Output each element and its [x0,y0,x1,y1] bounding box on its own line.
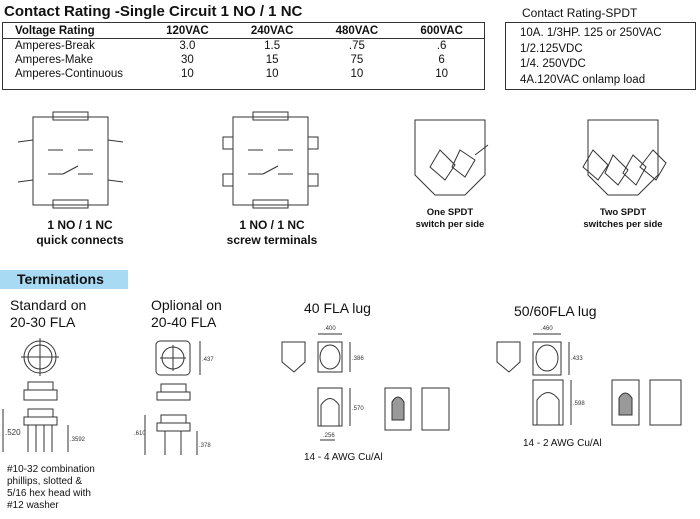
cell: Amperes-Break [15,40,95,52]
dim-label: .598 [573,401,585,407]
dim-label: .460 [541,326,553,332]
caption-line: One SPDT [426,207,474,218]
cell: 10 [180,68,194,80]
single-circuit-title: Contact Rating -Single Circuit 1 NO / 1 … [4,3,303,20]
heading-line: Standard on [10,297,87,313]
cell: 30 [180,54,194,66]
cell: Amperes-Make [15,54,93,66]
dim-label: .433 [571,356,583,362]
header-cell: 120VAC [145,23,230,39]
spdt-title: Contact Rating-SPDT [522,6,638,20]
cell: 10 [435,68,449,80]
lug40-heading: 40 FLA lug [304,300,371,316]
two-spdt-drawing [582,119,667,196]
caption-line: switches per side [583,219,663,230]
note-line: #10-32 combination [7,464,95,475]
one-spdt-drawing [414,119,489,196]
dim-label: .610 [134,431,146,437]
header-cell: Voltage Rating [3,23,145,39]
lug60-drawing: .460 .433 .598 [496,326,682,426]
table-row: Amperes-Continuous 10 10 10 10 [3,67,484,81]
header-cell: 240VAC [229,23,315,39]
table-row: Amperes-Break 3.0 1.5 .75 .6 [3,39,484,54]
dim-label: .570 [352,406,364,412]
caption-line: screw terminals [226,233,318,247]
cell: .6 [436,40,447,52]
table-header-row: Voltage Rating 120VAC 240VAC 480VAC 600V… [3,23,484,39]
note-line: phillips, slotted & [7,476,83,487]
lug40-drawing: .400 .386 .570 .256 [281,326,450,441]
caption-line: switch per side [415,219,485,230]
spdt-line: 4A.120VAC onlamp load [520,73,646,86]
contact-rating-table: Voltage Rating 120VAC 240VAC 480VAC 600V… [2,22,485,90]
standard-screw-drawing: .520 .3592 [2,338,86,452]
spdt-line: 1/4. 250VDC [520,58,586,70]
heading-line: 20-30 FLA [10,314,76,330]
spdt-line: 1/2.125VDC [520,42,583,55]
cell: 1.5 [264,40,281,52]
note-line: 5/16 hex head with [7,488,91,499]
lug60-wire-range: 14 - 2 AWG Cu/Al [523,438,602,449]
cell: .75 [348,40,365,52]
dim-label: .256 [323,433,335,439]
dim-label: .520 [5,428,21,437]
dim-label: .437 [202,357,214,363]
spdt-rating-box: 10A. 1/3HP. 125 or 250VAC 1/2.125VDC 1/4… [505,22,696,90]
cell: 6 [438,54,445,66]
dim-label: .400 [324,326,336,332]
caption-line: Two SPDT [599,207,647,218]
lug60-heading: 50/60FLA lug [514,303,597,319]
screw-terminal-drawing [222,111,319,209]
dim-label: .3592 [70,437,86,443]
table-row: Amperes-Make 30 15 75 6 [3,53,484,67]
heading-line: 20-40 FLA [151,314,217,330]
cell: 3.0 [179,40,196,52]
quick-connect-drawing [17,111,124,209]
lug40-wire-range: 14 - 4 AWG Cu/Al [304,452,383,463]
dim-label: .378 [199,443,211,449]
header-cell: 600VAC [399,23,484,39]
heading-line: Oplional on [151,297,222,313]
dim-label: .386 [352,356,364,362]
cell: 10 [350,68,364,80]
caption-line: 1 NO / 1 NC [47,218,113,232]
header-cell: 480VAC [314,23,400,39]
optional-screw-drawing: .437 .610 .378 [134,340,214,455]
spdt-line: 10A. 1/3HP. 125 or 250VAC [520,27,662,39]
cell: 15 [265,54,279,66]
note-line: #12 washer [7,500,59,511]
caption-line: quick connects [36,233,124,247]
cell: Amperes-Continuous [15,68,124,80]
cell: 10 [265,68,279,80]
caption-line: 1 NO / 1 NC [239,218,305,232]
cell: 75 [350,54,364,66]
terminations-banner: Terminations [0,270,128,289]
